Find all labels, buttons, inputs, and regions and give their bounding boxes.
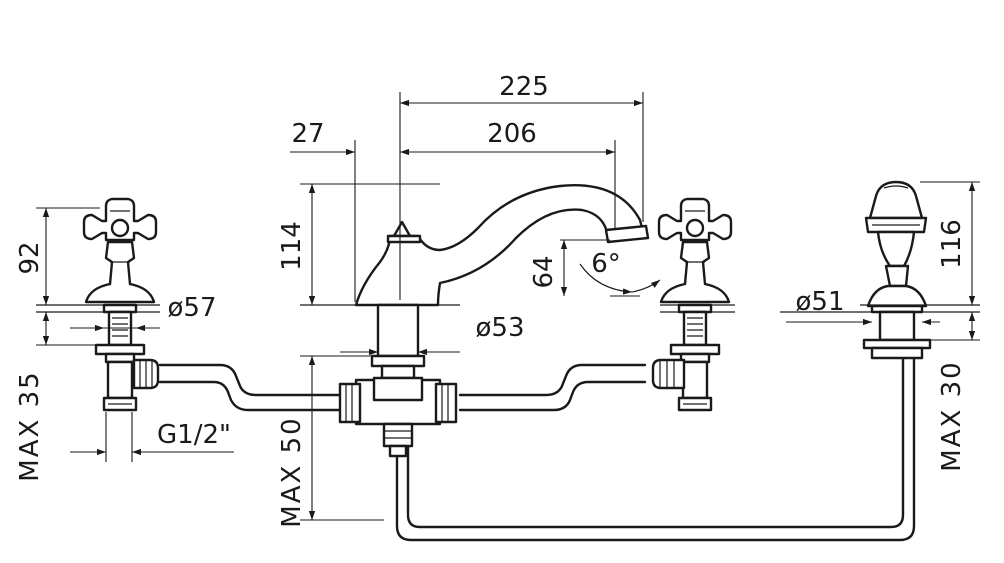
dimension-lines [42,99,976,520]
dim-left-handle-height: 92 [15,241,45,274]
dim-swivel-angle: 6° [591,249,621,279]
dim-spout-base-diameter: ø53 [476,313,525,343]
dim-spout-offset: 27 [291,119,324,149]
right-handle-valve [651,197,733,412]
dim-spout-reach: 206 [487,119,537,149]
dim-mixer-max-depth: MAX 50 [277,416,307,527]
dim-spout-height: 114 [277,221,307,271]
dim-left-max-depth: MAX 35 [15,370,45,481]
dim-shower-max-depth: MAX 30 [937,360,967,471]
dimension-labels: 225 27 206 114 64 6° 92 ø57 MAX 35 G1/2"… [15,72,967,528]
shower-handset [862,180,932,360]
dim-spout-outlet-height: 64 [529,255,559,288]
connecting-hoses [158,356,916,542]
spout-assembly [338,184,650,458]
dim-thread-size: G1/2" [157,420,231,450]
dim-shower-height: 116 [937,219,967,269]
dim-shower-diameter: ø51 [796,287,845,317]
dim-left-handle-diameter: ø57 [168,293,217,323]
deck-surface-lines [36,304,980,313]
dim-overall-reach: 225 [499,72,549,102]
